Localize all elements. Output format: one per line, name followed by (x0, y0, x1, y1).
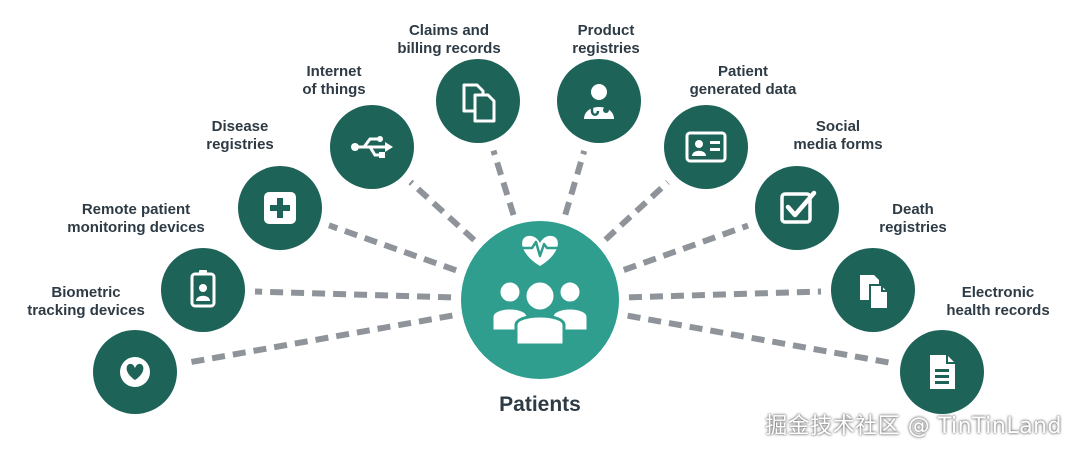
connector-patient-generated (603, 180, 670, 242)
node-claims (436, 59, 520, 143)
document-icon (930, 355, 955, 389)
label-line: media forms (793, 136, 883, 153)
label-line: Social (815, 118, 861, 135)
label-line: Product (577, 22, 635, 39)
documents-icon (860, 275, 889, 310)
doctor-icon (584, 84, 614, 119)
node-social (755, 166, 839, 250)
connector-biometric (185, 312, 453, 366)
label-line: Electronic (961, 284, 1035, 301)
label-line: billing records (397, 40, 501, 57)
label-line: registries (206, 136, 274, 153)
usb-icon (351, 136, 393, 158)
label-line: monitoring devices (67, 219, 205, 236)
heart-icon (120, 357, 150, 387)
connector-death (628, 288, 822, 301)
copy-documents-icon (462, 83, 496, 123)
label-line: tracking devices (27, 302, 145, 319)
connector-ehr (627, 312, 892, 366)
node-ehr (900, 330, 984, 414)
connector-claims (490, 149, 517, 216)
node-disease (238, 166, 322, 250)
label-line: health records (946, 302, 1050, 319)
label-line: Biometric (51, 284, 121, 301)
center-label: Patients (499, 393, 581, 416)
patients-group-icon (490, 235, 590, 347)
node-patient-generated (664, 105, 748, 189)
label-line: generated data (689, 81, 797, 98)
node-iot (330, 105, 414, 189)
id-badge-icon (190, 270, 216, 308)
label-line: Death (892, 201, 934, 218)
connector-iot (408, 179, 477, 243)
connector-product (562, 150, 588, 216)
label-line: Patient (717, 63, 769, 80)
connector-social (622, 222, 750, 273)
label-line: registries (879, 219, 947, 236)
connector-disease (328, 222, 458, 274)
connector-remote (254, 288, 452, 301)
node-product (557, 59, 641, 143)
node-circle (557, 59, 641, 143)
label-line: registries (572, 40, 640, 57)
heart-rate-icon (522, 235, 558, 266)
node-death (831, 248, 915, 332)
label-line: Claims and (408, 22, 490, 39)
label-line: of things (302, 81, 366, 98)
node-biometric (93, 330, 177, 414)
watermark: 掘金技术社区 @ TinTinLand (765, 414, 1062, 439)
center-node (461, 221, 619, 379)
label-line: Internet (306, 63, 362, 80)
node-remote (161, 248, 245, 332)
checkbox-icon (780, 190, 817, 224)
node-circle (664, 105, 748, 189)
medical-cross-icon (264, 192, 296, 224)
id-card-icon (685, 131, 727, 163)
label-line: Disease (211, 118, 269, 135)
label-line: Remote patient (81, 201, 191, 218)
connectors (185, 149, 892, 366)
node-circle (755, 166, 839, 250)
